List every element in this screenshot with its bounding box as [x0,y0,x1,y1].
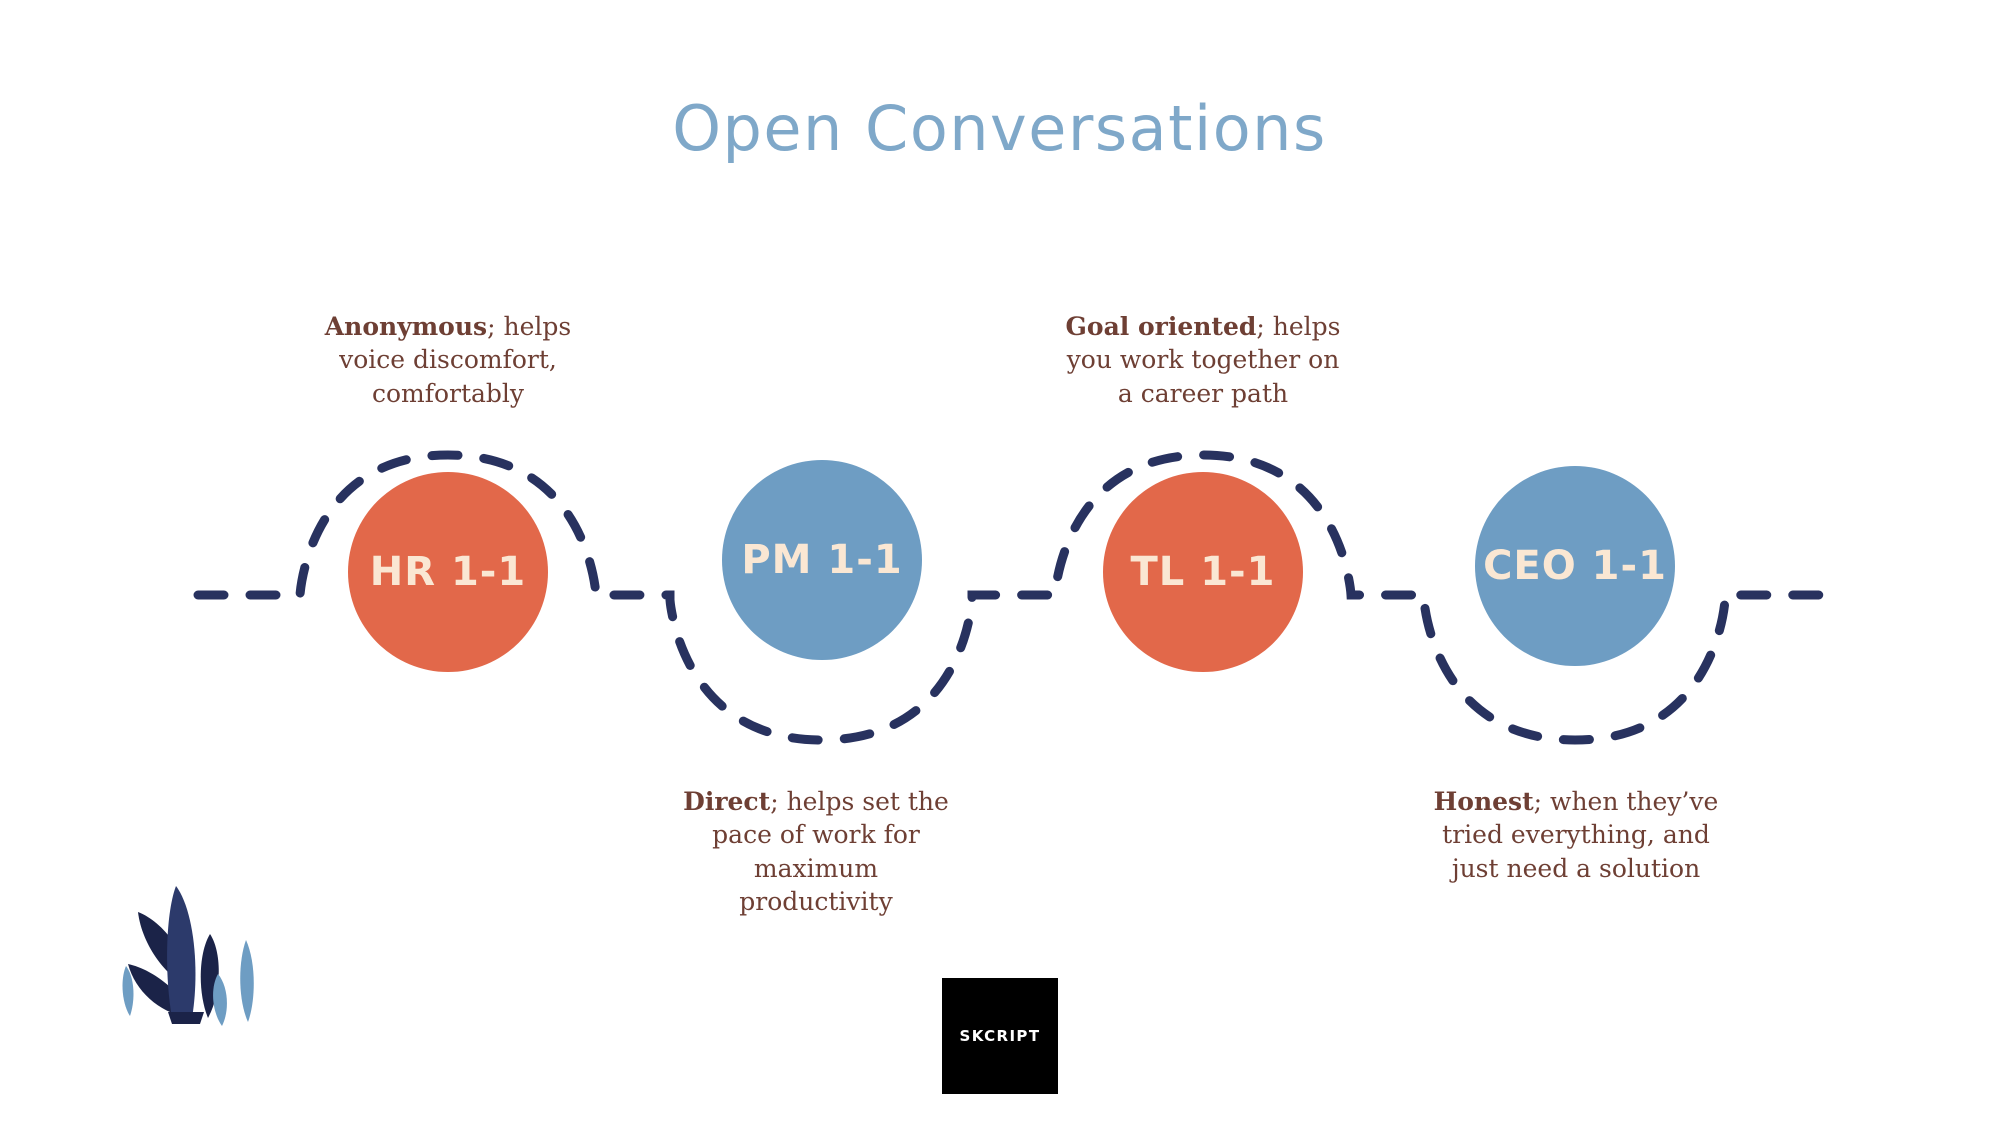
caption-pm-term: Direct [683,787,771,816]
flow-node-ceo-label: CEO 1-1 [1483,543,1667,589]
flow-node-hr-label: HR 1-1 [369,549,527,595]
skcript-logo-text: SKCRIPT [959,1027,1041,1045]
caption-pm: Direct; helps set the pace of work for m… [682,785,950,918]
caption-hr: Anonymous; helps voice discomfort, comfo… [308,310,588,410]
skcript-logo: SKCRIPT [942,978,1058,1094]
flow-node-pm[interactable]: PM 1-1 [722,460,922,660]
caption-tl-body: ; helps you work together on a career pa… [1066,312,1341,408]
page-title: Open Conversations [672,92,1327,165]
flow-node-pm-label: PM 1-1 [741,537,903,583]
caption-tl: Goal oriented; helps you work together o… [1058,310,1348,410]
caption-ceo: Honest; when they’ve tried everything, a… [1426,785,1726,885]
flow-node-tl-label: TL 1-1 [1130,549,1276,595]
flow-node-tl[interactable]: TL 1-1 [1103,472,1303,672]
flow-node-hr[interactable]: HR 1-1 [348,472,548,672]
caption-ceo-body: ; when they’ve tried everything, and jus… [1442,787,1719,883]
caption-hr-term: Anonymous [324,312,488,341]
caption-pm-body: ; helps set the pace of work for maximum… [712,787,949,916]
caption-ceo-term: Honest [1433,787,1534,816]
caption-tl-term: Goal oriented [1065,312,1257,341]
leaf-cluster-icon [122,886,254,1026]
caption-hr-body: ; helps voice discomfort, comfortably [339,312,572,408]
flow-node-ceo[interactable]: CEO 1-1 [1475,466,1675,666]
